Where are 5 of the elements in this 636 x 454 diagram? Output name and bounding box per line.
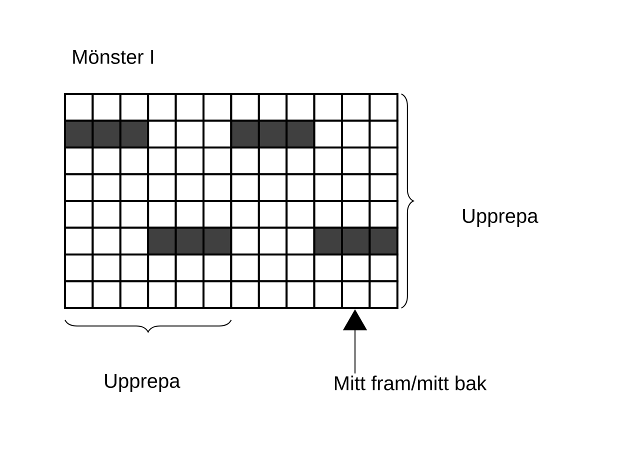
- grid-drawing: [64, 93, 398, 309]
- callout-text: Mitt fram/mitt bak: [334, 376, 487, 390]
- bracket-label: Upprepa: [463, 209, 538, 227]
- title: Mönster I: [73, 50, 154, 64]
- bracket-label: Upprepa: [105, 374, 180, 392]
